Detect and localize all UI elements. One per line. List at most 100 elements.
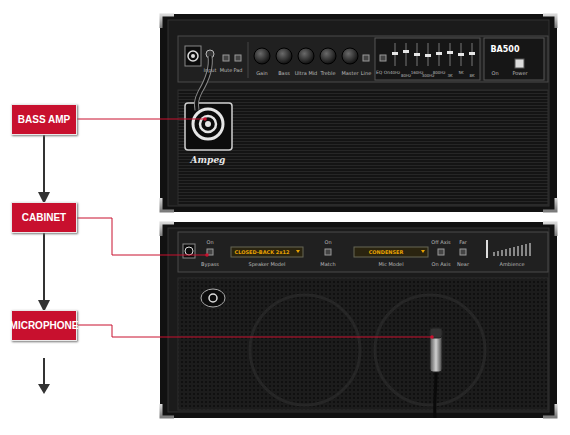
speaker-outline (250, 295, 360, 405)
amp-body (168, 20, 549, 206)
cabinet-panel (178, 232, 548, 272)
panel-label: EQ On (376, 71, 390, 76)
cab-logo (185, 247, 193, 255)
panel-label: Match (320, 262, 335, 267)
speaker-display (231, 247, 303, 257)
axis-button (438, 249, 444, 255)
instrument-cable (196, 56, 210, 110)
amp-panel (178, 36, 548, 82)
panel-label: Input (204, 68, 217, 73)
panel-label: Speaker Model (249, 262, 286, 267)
amp-logo-badge (185, 46, 201, 66)
corner-brackets (161, 15, 556, 211)
ampeg-logo (193, 109, 223, 139)
amp-logo (191, 54, 195, 58)
eq-button (380, 55, 386, 61)
panel-label: 5K (458, 71, 463, 75)
panel-label: On (324, 240, 331, 245)
flow-arrow (43, 233, 45, 310)
amp-grille (178, 90, 548, 205)
mic-cable (435, 372, 436, 418)
panel-label: 800Hz (433, 71, 446, 75)
stage-label: MICROPHONE (10, 320, 79, 331)
power-section (484, 38, 544, 80)
distance-button (460, 249, 466, 255)
cab-logo (209, 294, 217, 302)
stage-box: CABINET (11, 202, 77, 233)
panel-label: CLOSED-BACK 2x12 (235, 250, 290, 255)
panel-label: 300Hz (422, 74, 435, 78)
panel-label: Gain (256, 71, 268, 76)
panel-label: 3K (447, 74, 452, 78)
cab-logo (201, 289, 225, 307)
ambience-fader (486, 240, 488, 258)
panel-label: Master (341, 71, 358, 76)
flow-arrowhead (38, 384, 50, 394)
panel-divider (248, 42, 249, 78)
panel-label: BA500 (491, 46, 520, 54)
dropdown-arrow (421, 250, 425, 253)
dropdown-arrow (296, 250, 300, 253)
panel-label: Near (457, 262, 469, 267)
flow-arrow (43, 135, 45, 202)
gain-knob (254, 48, 270, 64)
panel-label: On (491, 71, 498, 76)
cabinet-grille (178, 278, 548, 410)
cabinet-body (168, 228, 549, 412)
line-button (363, 55, 369, 61)
cabinet-unit (160, 222, 557, 418)
cab-logo-badge (183, 244, 195, 258)
eq-section (375, 38, 480, 80)
cabinet-frame (160, 222, 557, 418)
microphone-body (430, 328, 442, 372)
panel-label: 8K (469, 74, 474, 78)
ambience-meter (493, 243, 531, 256)
panel-label: Bass (278, 71, 290, 76)
panel-label: Pad (233, 68, 242, 73)
master-knob (342, 48, 358, 64)
eq-sliders (395, 43, 472, 66)
treble-knob (320, 48, 336, 64)
eq-slider-caps (392, 50, 475, 57)
flow-arrow (43, 358, 45, 386)
speaker-outline (375, 295, 485, 405)
amp-frame (160, 14, 557, 212)
panel-label: Ambience (500, 262, 525, 267)
panel-label: Treble (321, 71, 336, 76)
stage-label: CABINET (22, 212, 66, 223)
mic-display (354, 247, 428, 257)
panel-label: Off Axis (431, 240, 450, 245)
bass-knob (276, 48, 292, 64)
panel-label: Far (459, 240, 467, 245)
microphone-capsule (430, 328, 442, 338)
leader-lines (77, 119, 432, 337)
ampeg-logo (205, 121, 211, 127)
stage-box: BASS AMP (11, 104, 77, 135)
ampeg-logo (200, 116, 216, 132)
match-button (325, 249, 331, 255)
panel-label: 40Hz (390, 71, 400, 75)
pad-button (235, 55, 241, 61)
amp-logo (188, 51, 198, 61)
panel-label: Mute (220, 68, 233, 73)
mute-button (223, 55, 229, 61)
panel-label: Ampeg (191, 156, 226, 165)
power-switch (515, 59, 524, 68)
panel-label: 80Hz (401, 74, 411, 78)
panel-label: Power (512, 71, 527, 76)
mid-knob (298, 48, 314, 64)
panel-label: Mic Model (378, 262, 403, 267)
ampeg-badge (185, 103, 232, 150)
panel-label: Ultra Mid (295, 71, 318, 76)
corner-brackets (161, 223, 556, 417)
stage-label: BASS AMP (18, 114, 70, 125)
panel-label: Bypass (201, 262, 219, 267)
amp-unit (160, 14, 557, 212)
instrument-cable (196, 56, 210, 110)
panel-label: Line (361, 71, 371, 76)
panel-label: 160Hz (411, 71, 424, 75)
panel-label: On (206, 240, 213, 245)
